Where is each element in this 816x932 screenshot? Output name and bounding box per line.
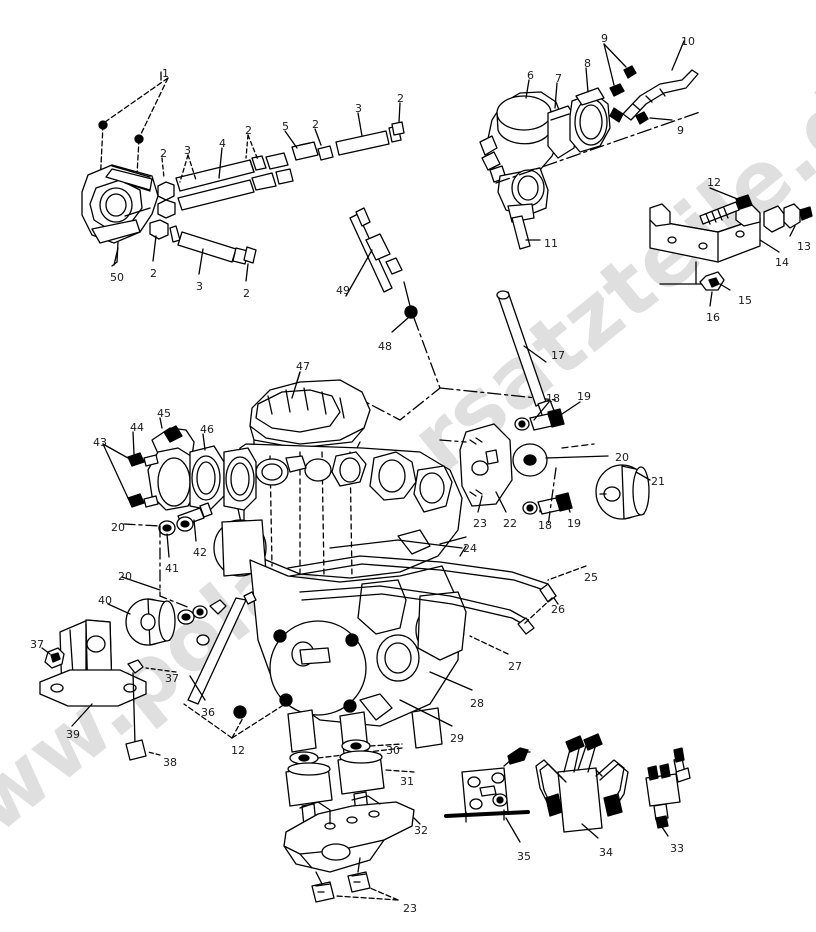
callout-number: 17 — [551, 349, 565, 362]
callout-number: 37 — [30, 638, 44, 651]
callout-number: 19 — [577, 390, 591, 403]
callout-number: 12 — [707, 176, 721, 189]
callout-number: 46 — [200, 423, 214, 436]
callout-number: 29 — [450, 732, 464, 745]
callout-number: 22 — [503, 517, 517, 530]
callout-number: 41 — [165, 562, 179, 575]
callout-number: 2 — [312, 118, 319, 131]
callout-number: 8 — [584, 57, 591, 70]
right-mount-plate-group — [439, 401, 651, 527]
callout-number: 4 — [219, 137, 226, 150]
callout-number: 16 — [706, 311, 720, 324]
carburetor-assembly-group — [479, 40, 701, 250]
callout-number: 23 — [403, 902, 417, 915]
callout-number: 44 — [130, 421, 144, 434]
callout-number: 48 — [378, 340, 392, 353]
callout-number: 2 — [160, 147, 167, 160]
electrical-components-group — [444, 733, 691, 843]
callout-number: 28 — [470, 697, 484, 710]
callout-number: 3 — [184, 144, 191, 157]
callout-number: 1 — [162, 67, 169, 80]
callout-number: 2 — [397, 92, 404, 105]
callout-number: 10 — [681, 35, 695, 48]
callout-number: 2 — [150, 267, 157, 280]
callout-number: 13 — [797, 240, 811, 253]
left-intake-parts-group — [102, 417, 257, 705]
callout-number: 9 — [677, 124, 684, 137]
callout-number: 47 — [296, 360, 310, 373]
callout-number: 2 — [243, 287, 250, 300]
callout-number: 45 — [157, 407, 171, 420]
callout-number: 3 — [196, 280, 203, 293]
callout-number: 30 — [386, 744, 400, 757]
callout-number: 11 — [544, 237, 558, 250]
callout-number: 9 — [601, 32, 608, 45]
callout-number: 15 — [738, 294, 752, 307]
callout-number: 21 — [651, 475, 665, 488]
callout-number: 2 — [245, 124, 252, 137]
choke-cable-group — [291, 207, 557, 421]
callout-number: 5 — [282, 120, 289, 133]
callout-number: 43 — [93, 436, 107, 449]
isolator-stack-group — [283, 536, 587, 903]
callout-number: 24 — [463, 542, 477, 555]
callout-number: 37 — [165, 672, 179, 685]
throttle-bracket-group — [649, 187, 813, 307]
callout-number: 50 — [110, 271, 124, 284]
callout-number: 25 — [584, 571, 598, 584]
fuel-line-assembly-group — [81, 71, 405, 282]
callout-number: 38 — [163, 756, 177, 769]
engine-body-group — [213, 371, 559, 727]
callout-number: 6 — [527, 69, 534, 82]
callout-number: 32 — [414, 824, 428, 837]
callout-number: 39 — [66, 728, 80, 741]
callout-number: 20 — [111, 521, 125, 534]
callout-number: 18 — [546, 392, 560, 405]
shift-rod-group — [496, 290, 557, 421]
callout-number: 14 — [775, 256, 789, 269]
callout-number: 3 — [355, 102, 362, 115]
callout-number: 23 — [473, 517, 487, 530]
callout-number: 20 — [118, 570, 132, 583]
callout-number: 35 — [517, 850, 531, 863]
callout-number: 18 — [538, 519, 552, 532]
callout-number: 26 — [551, 603, 565, 616]
callout-number: 33 — [670, 842, 684, 855]
callout-number: 31 — [400, 775, 414, 788]
callout-number: 49 — [336, 284, 350, 297]
callout-number: 27 — [508, 660, 522, 673]
callout-number: 19 — [567, 517, 581, 530]
callout-number: 20 — [615, 451, 629, 464]
callout-number: 36 — [201, 706, 215, 719]
callout-number: 40 — [98, 594, 112, 607]
callout-number: 12 — [231, 744, 245, 757]
engine-mount-group — [39, 619, 283, 761]
callout-number: 34 — [599, 846, 613, 859]
callout-number: 42 — [193, 546, 207, 559]
callout-number: 7 — [555, 72, 562, 85]
